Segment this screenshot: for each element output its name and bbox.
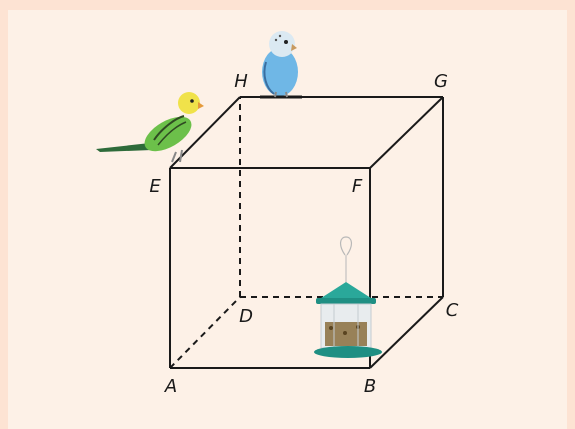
edge-GF <box>369 96 444 169</box>
edge-CB <box>369 296 444 369</box>
vertex-label-c: C <box>446 300 459 321</box>
vertex-label-h: H <box>234 71 248 92</box>
vertex-labels: A B C D E F G H <box>149 71 458 397</box>
visible-edges <box>169 96 444 369</box>
green-budgerigar-icon <box>96 92 204 163</box>
vertex-label-a: A <box>164 376 177 397</box>
bird-feeder-icon <box>314 236 382 358</box>
vertex-label-d: D <box>239 306 253 327</box>
vertex-label-b: B <box>364 376 376 397</box>
vertex-label-e: E <box>149 176 161 197</box>
edge-AD <box>169 296 241 369</box>
vertex-label-g: G <box>434 71 448 92</box>
vertex-label-f: F <box>352 176 363 197</box>
blue-budgerigar-icon <box>260 31 302 99</box>
